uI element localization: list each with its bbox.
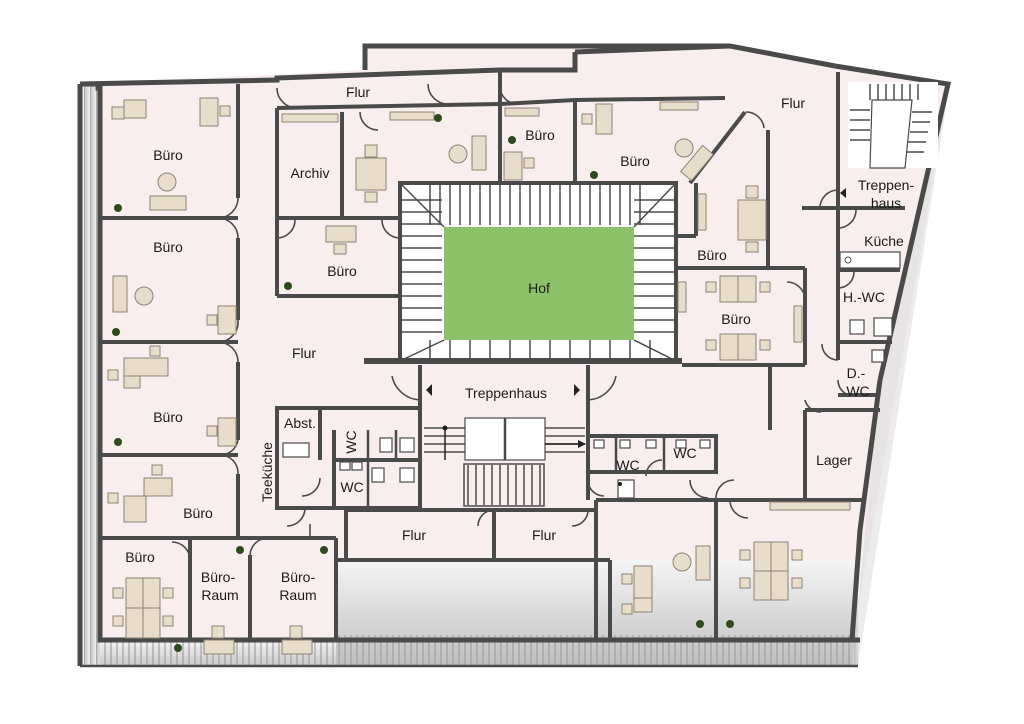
central-staircase <box>424 384 586 507</box>
room-label-dwc-2: WC <box>846 383 869 399</box>
room-label-bueroraum-2b: Raum <box>279 587 316 603</box>
room-label-buero-9: Büro <box>697 247 727 263</box>
side-staircase <box>840 82 938 198</box>
room-label-buero-8: Büro <box>620 153 650 169</box>
room-label-buero-6: Büro <box>327 263 357 279</box>
room-labels: Büro Büro Büro Büro Büro Büro- Raum Büro… <box>125 84 914 603</box>
balcony-left <box>80 84 100 666</box>
room-label-lager: Lager <box>816 452 852 468</box>
room-label-buero-5: Büro <box>125 549 155 565</box>
room-label-buero-4: Büro <box>183 505 213 521</box>
fixtures <box>282 251 901 499</box>
room-label-flur-left: Flur <box>292 345 316 361</box>
room-label-hof: Hof <box>528 280 550 296</box>
room-label-wc-vertical: WC <box>343 430 359 453</box>
furniture <box>107 97 851 655</box>
interior-walls <box>100 70 905 640</box>
room-label-bueroraum-1a: Büro- <box>201 569 236 585</box>
room-label-flur-bottom-1: Flur <box>402 527 426 543</box>
room-label-hwc: H.-WC <box>843 289 885 305</box>
room-label-archiv: Archiv <box>291 165 330 181</box>
room-label-buero-3: Büro <box>153 409 183 425</box>
room-label-buero-2: Büro <box>153 239 183 255</box>
room-label-buero-1: Büro <box>153 147 183 163</box>
room-label-dwc-1: D.- <box>847 365 866 381</box>
room-label-buero-7: Büro <box>525 127 555 143</box>
room-label-bueroraum-1b: Raum <box>201 587 238 603</box>
room-label-treppenhaus-side-1: Treppen- <box>858 177 915 193</box>
room-label-flur-bottom-2: Flur <box>532 527 556 543</box>
room-label-buero-10: Büro <box>721 311 751 327</box>
room-label-teekueche: Teeküche <box>259 442 275 502</box>
room-label-treppenhaus: Treppenhaus <box>465 385 547 401</box>
plant-icon <box>112 114 734 652</box>
stairs-icon <box>399 182 677 362</box>
door-swing-icon <box>171 83 857 561</box>
room-label-wc-left: WC <box>340 479 363 495</box>
room-label-abst: Abst. <box>284 415 316 431</box>
room-label-bueroraum-2a: Büro- <box>281 569 316 585</box>
room-label-wc-right-1: WC <box>616 457 639 473</box>
courtyard-lawn <box>444 227 634 340</box>
outer-walls <box>77 43 952 668</box>
room-label-wc-right-2: WC <box>673 445 696 461</box>
room-label-flur-top: Flur <box>346 84 370 100</box>
room-label-flur-right: Flur <box>781 95 805 111</box>
courtyard <box>364 181 682 364</box>
room-label-treppenhaus-side-2: haus <box>871 195 901 211</box>
room-label-kueche: Küche <box>864 233 904 249</box>
